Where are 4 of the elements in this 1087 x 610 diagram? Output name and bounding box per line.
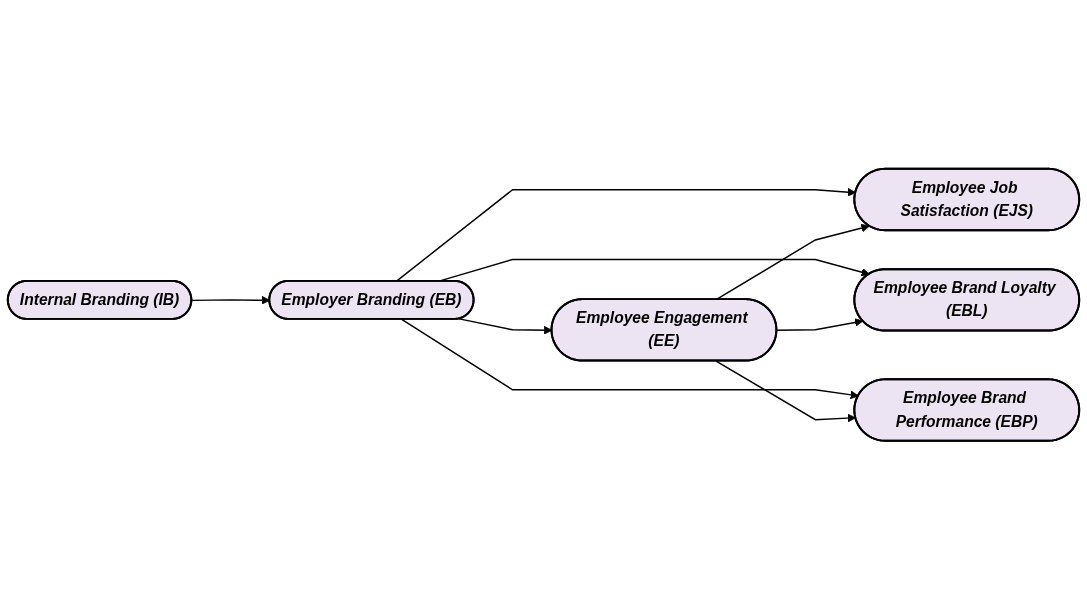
arrow: [715, 360, 857, 423]
arrow: [715, 224, 870, 301]
arrow: [401, 318, 859, 400]
arrow: [776, 318, 864, 332]
